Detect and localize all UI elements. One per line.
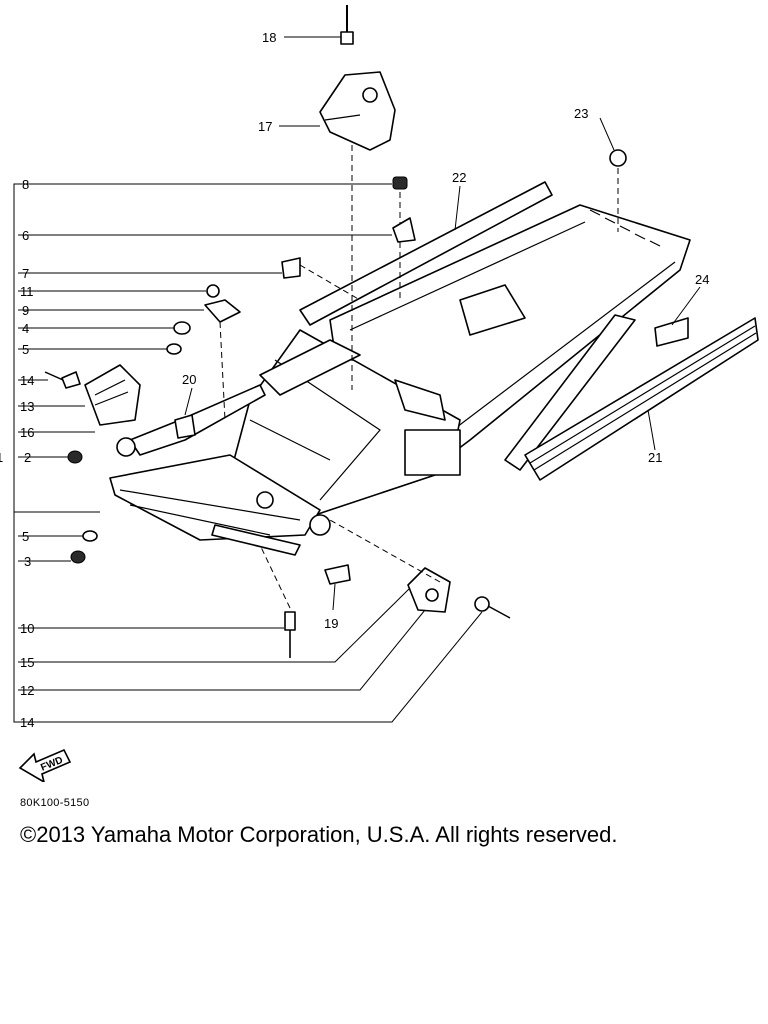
part-24-plate bbox=[654, 317, 689, 347]
part-14-bolt-upper bbox=[61, 371, 81, 389]
part-20-clip bbox=[174, 414, 196, 439]
part-22-rail-strip bbox=[299, 181, 553, 326]
part-23-cap bbox=[609, 149, 627, 167]
callout-13: 13 bbox=[20, 399, 34, 414]
part-17-bracket bbox=[319, 71, 396, 151]
part-5-bushing-upper bbox=[166, 343, 182, 355]
part-10-rivet bbox=[284, 611, 296, 658]
part-4-bushing bbox=[173, 321, 191, 335]
callout-21: 21 bbox=[648, 450, 662, 465]
fwd-arrow-icon: FWD bbox=[18, 748, 72, 782]
diagram-code: 80K100-5150 bbox=[20, 797, 90, 809]
part-13-mount-block bbox=[84, 364, 141, 426]
callout-17: 17 bbox=[258, 119, 272, 134]
part-3-nut bbox=[70, 550, 86, 564]
callout-5a: 5 bbox=[22, 342, 29, 357]
part-6-bracket bbox=[392, 217, 416, 243]
part-15-mount-block bbox=[407, 567, 451, 613]
fwd-label: FWD bbox=[39, 755, 64, 774]
callout-8: 8 bbox=[22, 177, 29, 192]
callout-15: 15 bbox=[20, 655, 34, 670]
callout-9: 9 bbox=[22, 303, 29, 318]
callout-5b: 5 bbox=[22, 529, 29, 544]
part-5-bushing-lower bbox=[82, 530, 98, 542]
callout-1: 1 bbox=[0, 450, 3, 465]
callout-20: 20 bbox=[182, 372, 196, 387]
callout-23: 23 bbox=[574, 106, 588, 121]
part-21-slide-rail bbox=[524, 317, 759, 481]
callout-14b: 14 bbox=[20, 715, 34, 730]
copyright-text: ©2013 Yamaha Motor Corporation, U.S.A. A… bbox=[20, 822, 618, 847]
callout-11: 11 bbox=[20, 284, 34, 299]
part-7-bolt bbox=[281, 257, 301, 279]
callout-leaders bbox=[18, 36, 701, 723]
callout-14a: 14 bbox=[20, 373, 34, 388]
part-9-mount bbox=[204, 299, 241, 323]
callout-16: 16 bbox=[20, 425, 34, 440]
callout-4: 4 bbox=[22, 321, 29, 336]
callout-18: 18 bbox=[262, 30, 276, 45]
callout-24: 24 bbox=[695, 272, 709, 287]
callout-22: 22 bbox=[452, 170, 466, 185]
callout-7: 7 bbox=[22, 266, 29, 281]
part-8-nut bbox=[392, 176, 408, 190]
callout-2: 2 bbox=[24, 450, 31, 465]
part-14-bolt-lower bbox=[474, 596, 511, 619]
part-2-nut bbox=[67, 450, 83, 464]
callout-19: 19 bbox=[324, 616, 338, 631]
callout-6: 6 bbox=[22, 228, 29, 243]
callout-10: 10 bbox=[20, 621, 34, 636]
callout-3: 3 bbox=[24, 554, 31, 569]
callout-labels: 1 2 3 4 5 5 6 7 8 9 10 11 12 13 14 14 15… bbox=[0, 30, 709, 730]
part-11-washer bbox=[206, 284, 220, 298]
exploded-frame-diagram: 1 2 3 4 5 5 6 7 8 9 10 11 12 13 14 14 15… bbox=[0, 5, 759, 730]
part-18-bolt bbox=[340, 5, 354, 45]
callout-bracket bbox=[13, 183, 100, 723]
part-19-clip bbox=[324, 564, 351, 585]
frame-body bbox=[109, 204, 691, 556]
callout-12: 12 bbox=[20, 683, 34, 698]
